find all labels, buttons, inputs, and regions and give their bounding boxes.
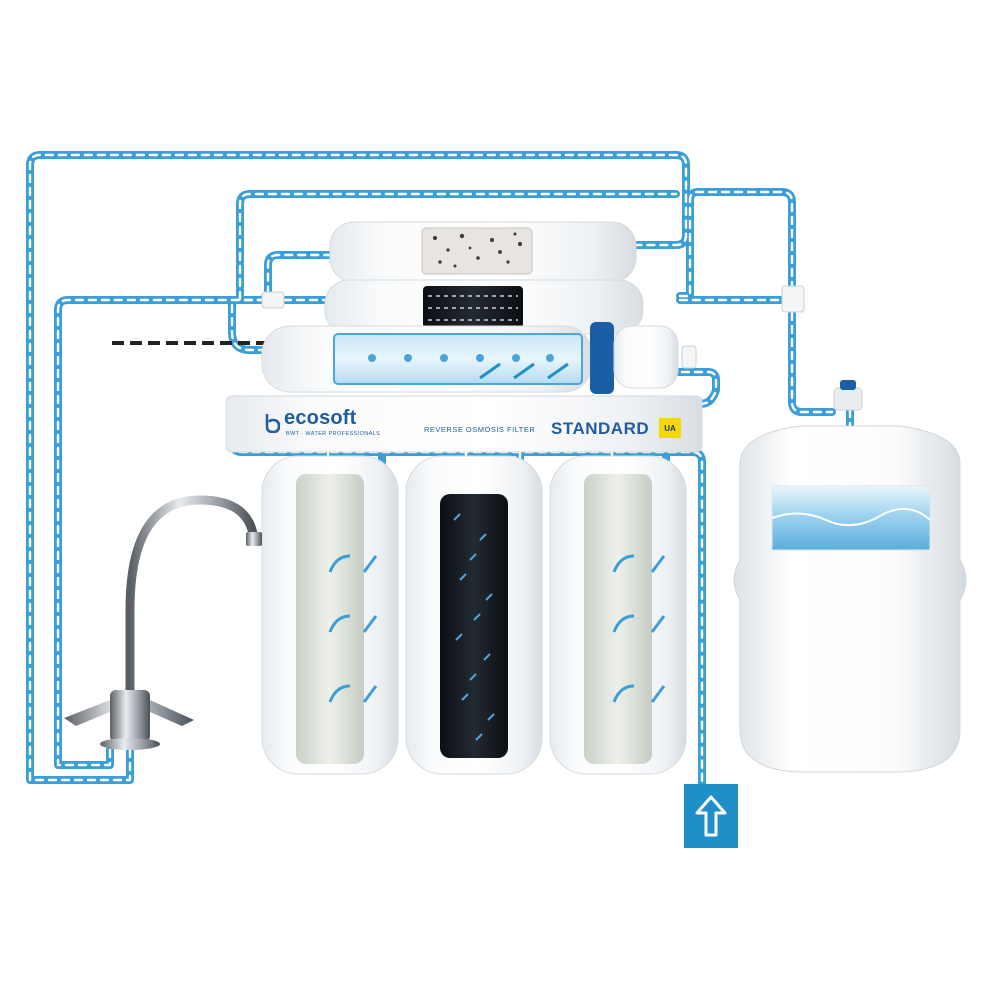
storage-tank (733, 380, 967, 773)
prefilter-2 (405, 455, 543, 775)
brand-tagline: BWT · WATER PROFESSIONALS (286, 431, 381, 437)
ecosoft-logo-icon (265, 414, 280, 433)
ro-membrane-housing (261, 322, 679, 394)
fittings (261, 285, 805, 369)
unit-subtitle: REVERSE OSMOSIS FILTER (424, 425, 536, 434)
pipe-top-loop (676, 188, 796, 300)
up-arrow-icon (695, 795, 727, 837)
origin-badge: UA (659, 418, 681, 438)
prefilter-3 (549, 455, 687, 775)
pipe-tank-down (788, 296, 836, 416)
inline-filter-middle (324, 279, 644, 335)
mounting-bracket (225, 395, 703, 453)
brand-logo: ecosoft BWT · WATER PROFESSIONALS (262, 407, 412, 445)
faucet (64, 495, 262, 750)
inline-filter-top (329, 221, 637, 283)
unit-model: STANDARD (551, 419, 650, 438)
brand-name: ecosoft (284, 407, 357, 429)
prefilter-1 (261, 455, 399, 775)
water-inlet-indicator (684, 784, 738, 848)
